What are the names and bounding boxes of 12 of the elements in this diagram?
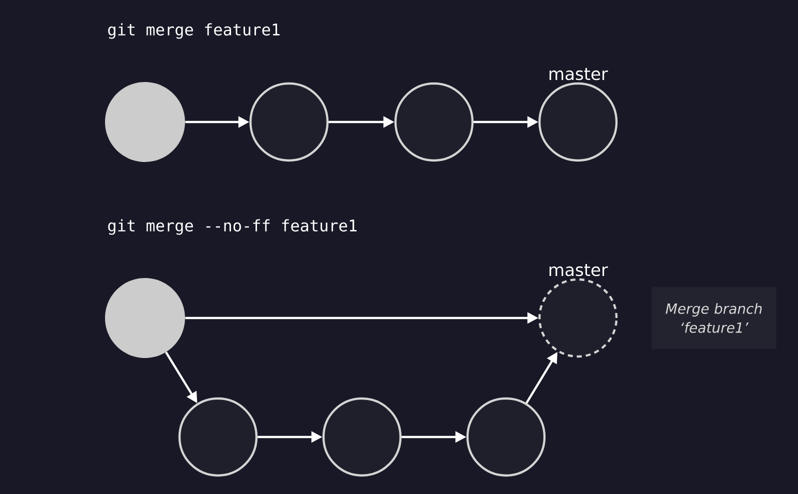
commit-circle [105, 278, 185, 358]
node-label: master [550, 68, 608, 80]
commit-circle [394, 82, 474, 162]
commit-circle [105, 82, 185, 162]
commit-circle [249, 82, 329, 162]
command-text: git merge feature1 [108, 23, 280, 39]
commit-circle [322, 397, 402, 477]
node-label: master [550, 264, 608, 276]
commit-circle [178, 397, 258, 477]
commit-circle [466, 397, 546, 477]
note-box: Merge branch ‘feature1’ [652, 287, 776, 349]
command-text: git merge --no-ff feature1 [108, 219, 357, 235]
